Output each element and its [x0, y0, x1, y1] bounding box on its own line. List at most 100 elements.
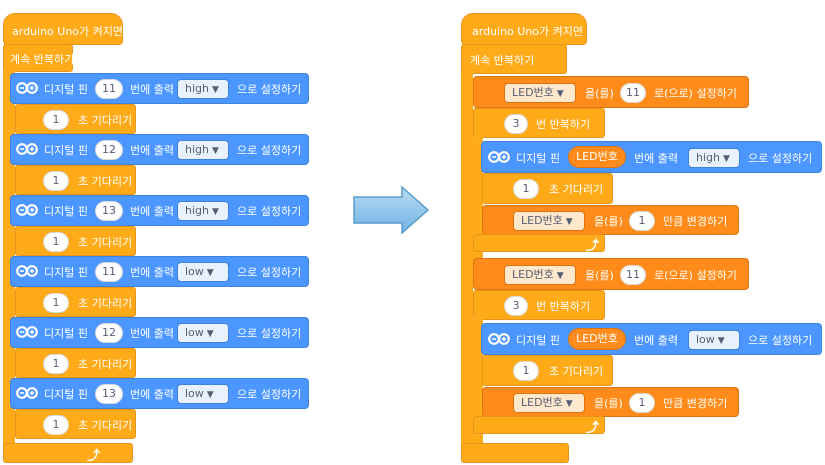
wait-block[interactable]: 1 초 기다리기 [15, 104, 136, 134]
eul-label: 을(를) [594, 215, 623, 228]
when-arduino-on-hat-block[interactable]: arduino Uno가 켜지면 [3, 13, 123, 45]
wait-label: 초 기다리기 [549, 365, 604, 378]
dropdown-arrow-icon: ▼ [556, 271, 564, 281]
digital-pin-label: 디지털 핀 [44, 205, 88, 218]
wait-label: 초 기다리기 [549, 183, 604, 196]
variable-dropdown-value: LED번호 [512, 86, 554, 99]
repeat-count-input[interactable]: 3 [504, 114, 528, 134]
forever-bottom: ⤴ [3, 443, 133, 464]
wait-block[interactable]: 1 초 기다리기 [482, 173, 613, 204]
wait-block[interactable]: 1 초 기다리기 [15, 226, 136, 256]
set-value-input[interactable]: 11 [620, 83, 646, 103]
mode-dropdown-value: low [185, 326, 204, 339]
variable-dropdown-value: LED번호 [521, 396, 563, 409]
mode-dropdown[interactable]: high▼ [688, 148, 740, 168]
arduino-icon [16, 325, 38, 341]
dropdown-arrow-icon: ▼ [206, 268, 214, 278]
mode-dropdown-value: low [185, 387, 204, 400]
mode-dropdown[interactable]: low▼ [688, 330, 740, 350]
variable-reporter[interactable]: LED번호 [568, 146, 626, 168]
forever-block[interactable]: 계속 반복하기 [3, 44, 74, 72]
change-variable-block[interactable]: LED번호▼ 을(를) 1 만큼 변경하기 [482, 205, 739, 235]
pin-number-input[interactable]: 12 [95, 323, 123, 343]
output-label: 번에 출력 [130, 327, 174, 340]
wait-block[interactable]: 1 초 기다리기 [15, 409, 136, 439]
wait-seconds-input[interactable]: 1 [43, 354, 69, 374]
change-label: 만큼 변경하기 [663, 397, 728, 410]
mode-dropdown[interactable]: low▼ [177, 384, 229, 404]
ro-set-label: 로(으로) 설정하기 [654, 269, 737, 282]
output-label: 번에 출력 [130, 144, 174, 157]
digital-pin-label: 디지털 핀 [44, 83, 88, 96]
repeat-bottom: ⤴ [473, 234, 605, 254]
pin-number-input[interactable]: 13 [95, 201, 123, 221]
wait-seconds-input[interactable]: 1 [513, 179, 539, 199]
right-arrow-icon [353, 185, 430, 235]
variable-dropdown[interactable]: LED번호▼ [504, 265, 576, 285]
repeat-block[interactable]: 3 번 반복하기 [473, 108, 605, 138]
wait-label: 초 기다리기 [78, 419, 133, 432]
set-label: 으로 설정하기 [237, 144, 302, 157]
change-value-input[interactable]: 1 [629, 211, 655, 231]
mode-dropdown-value: high [185, 204, 209, 217]
dropdown-arrow-icon: ▼ [206, 390, 214, 400]
wait-seconds-input[interactable]: 1 [43, 232, 69, 252]
repeat-label: 번 반복하기 [536, 118, 591, 131]
ro-set-label: 로(으로) 설정하기 [654, 87, 737, 100]
forever-block-2[interactable]: 계속 반복하기 [461, 44, 567, 74]
change-label: 만큼 변경하기 [663, 215, 728, 228]
arduino-icon [16, 81, 38, 97]
pin-number-input[interactable]: 12 [95, 140, 123, 160]
set-label: 으로 설정하기 [237, 205, 302, 218]
pin-number-input[interactable]: 13 [95, 384, 123, 404]
mode-dropdown-value: high [185, 82, 209, 95]
set-value-input[interactable]: 11 [620, 265, 646, 285]
mode-dropdown-value: low [696, 333, 715, 346]
wait-label: 초 기다리기 [78, 236, 133, 249]
pin-number-input[interactable]: 11 [95, 262, 123, 282]
when-arduino-on-hat-block-2[interactable]: arduino Uno가 켜지면 [461, 13, 587, 45]
variable-reporter[interactable]: LED번호 [568, 328, 626, 350]
mode-dropdown[interactable]: high▼ [177, 140, 229, 160]
wait-label: 초 기다리기 [78, 297, 133, 310]
variable-dropdown[interactable]: LED번호▼ [504, 83, 576, 103]
mode-dropdown[interactable]: low▼ [177, 323, 229, 343]
wait-block[interactable]: 1 초 기다리기 [482, 355, 613, 386]
mode-dropdown[interactable]: high▼ [177, 79, 229, 99]
arduino-icon [16, 203, 38, 219]
pin-number-input[interactable]: 11 [95, 79, 123, 99]
wait-seconds-input[interactable]: 1 [43, 415, 69, 435]
wait-label: 초 기다리기 [78, 114, 133, 127]
wait-block[interactable]: 1 초 기다리기 [15, 287, 136, 317]
mode-dropdown-value: high [185, 143, 209, 156]
repeat-count-input[interactable]: 3 [504, 296, 528, 316]
wait-seconds-input[interactable]: 1 [43, 110, 69, 130]
variable-dropdown[interactable]: LED번호▼ [513, 211, 585, 231]
digital-pin-label: 디지털 핀 [44, 144, 88, 157]
wait-seconds-input[interactable]: 1 [513, 361, 539, 381]
output-label: 번에 출력 [634, 152, 678, 165]
wait-seconds-input[interactable]: 1 [43, 293, 69, 313]
mode-dropdown[interactable]: low▼ [177, 262, 229, 282]
change-value-input[interactable]: 1 [629, 393, 655, 413]
wait-seconds-input[interactable]: 1 [43, 171, 69, 191]
hat-label: arduino Uno가 켜지면 [12, 25, 124, 38]
mode-dropdown[interactable]: high▼ [177, 201, 229, 221]
variable-dropdown[interactable]: LED번호▼ [513, 393, 585, 413]
mode-dropdown-value: low [185, 265, 204, 278]
set-label: 으로 설정하기 [748, 334, 813, 347]
